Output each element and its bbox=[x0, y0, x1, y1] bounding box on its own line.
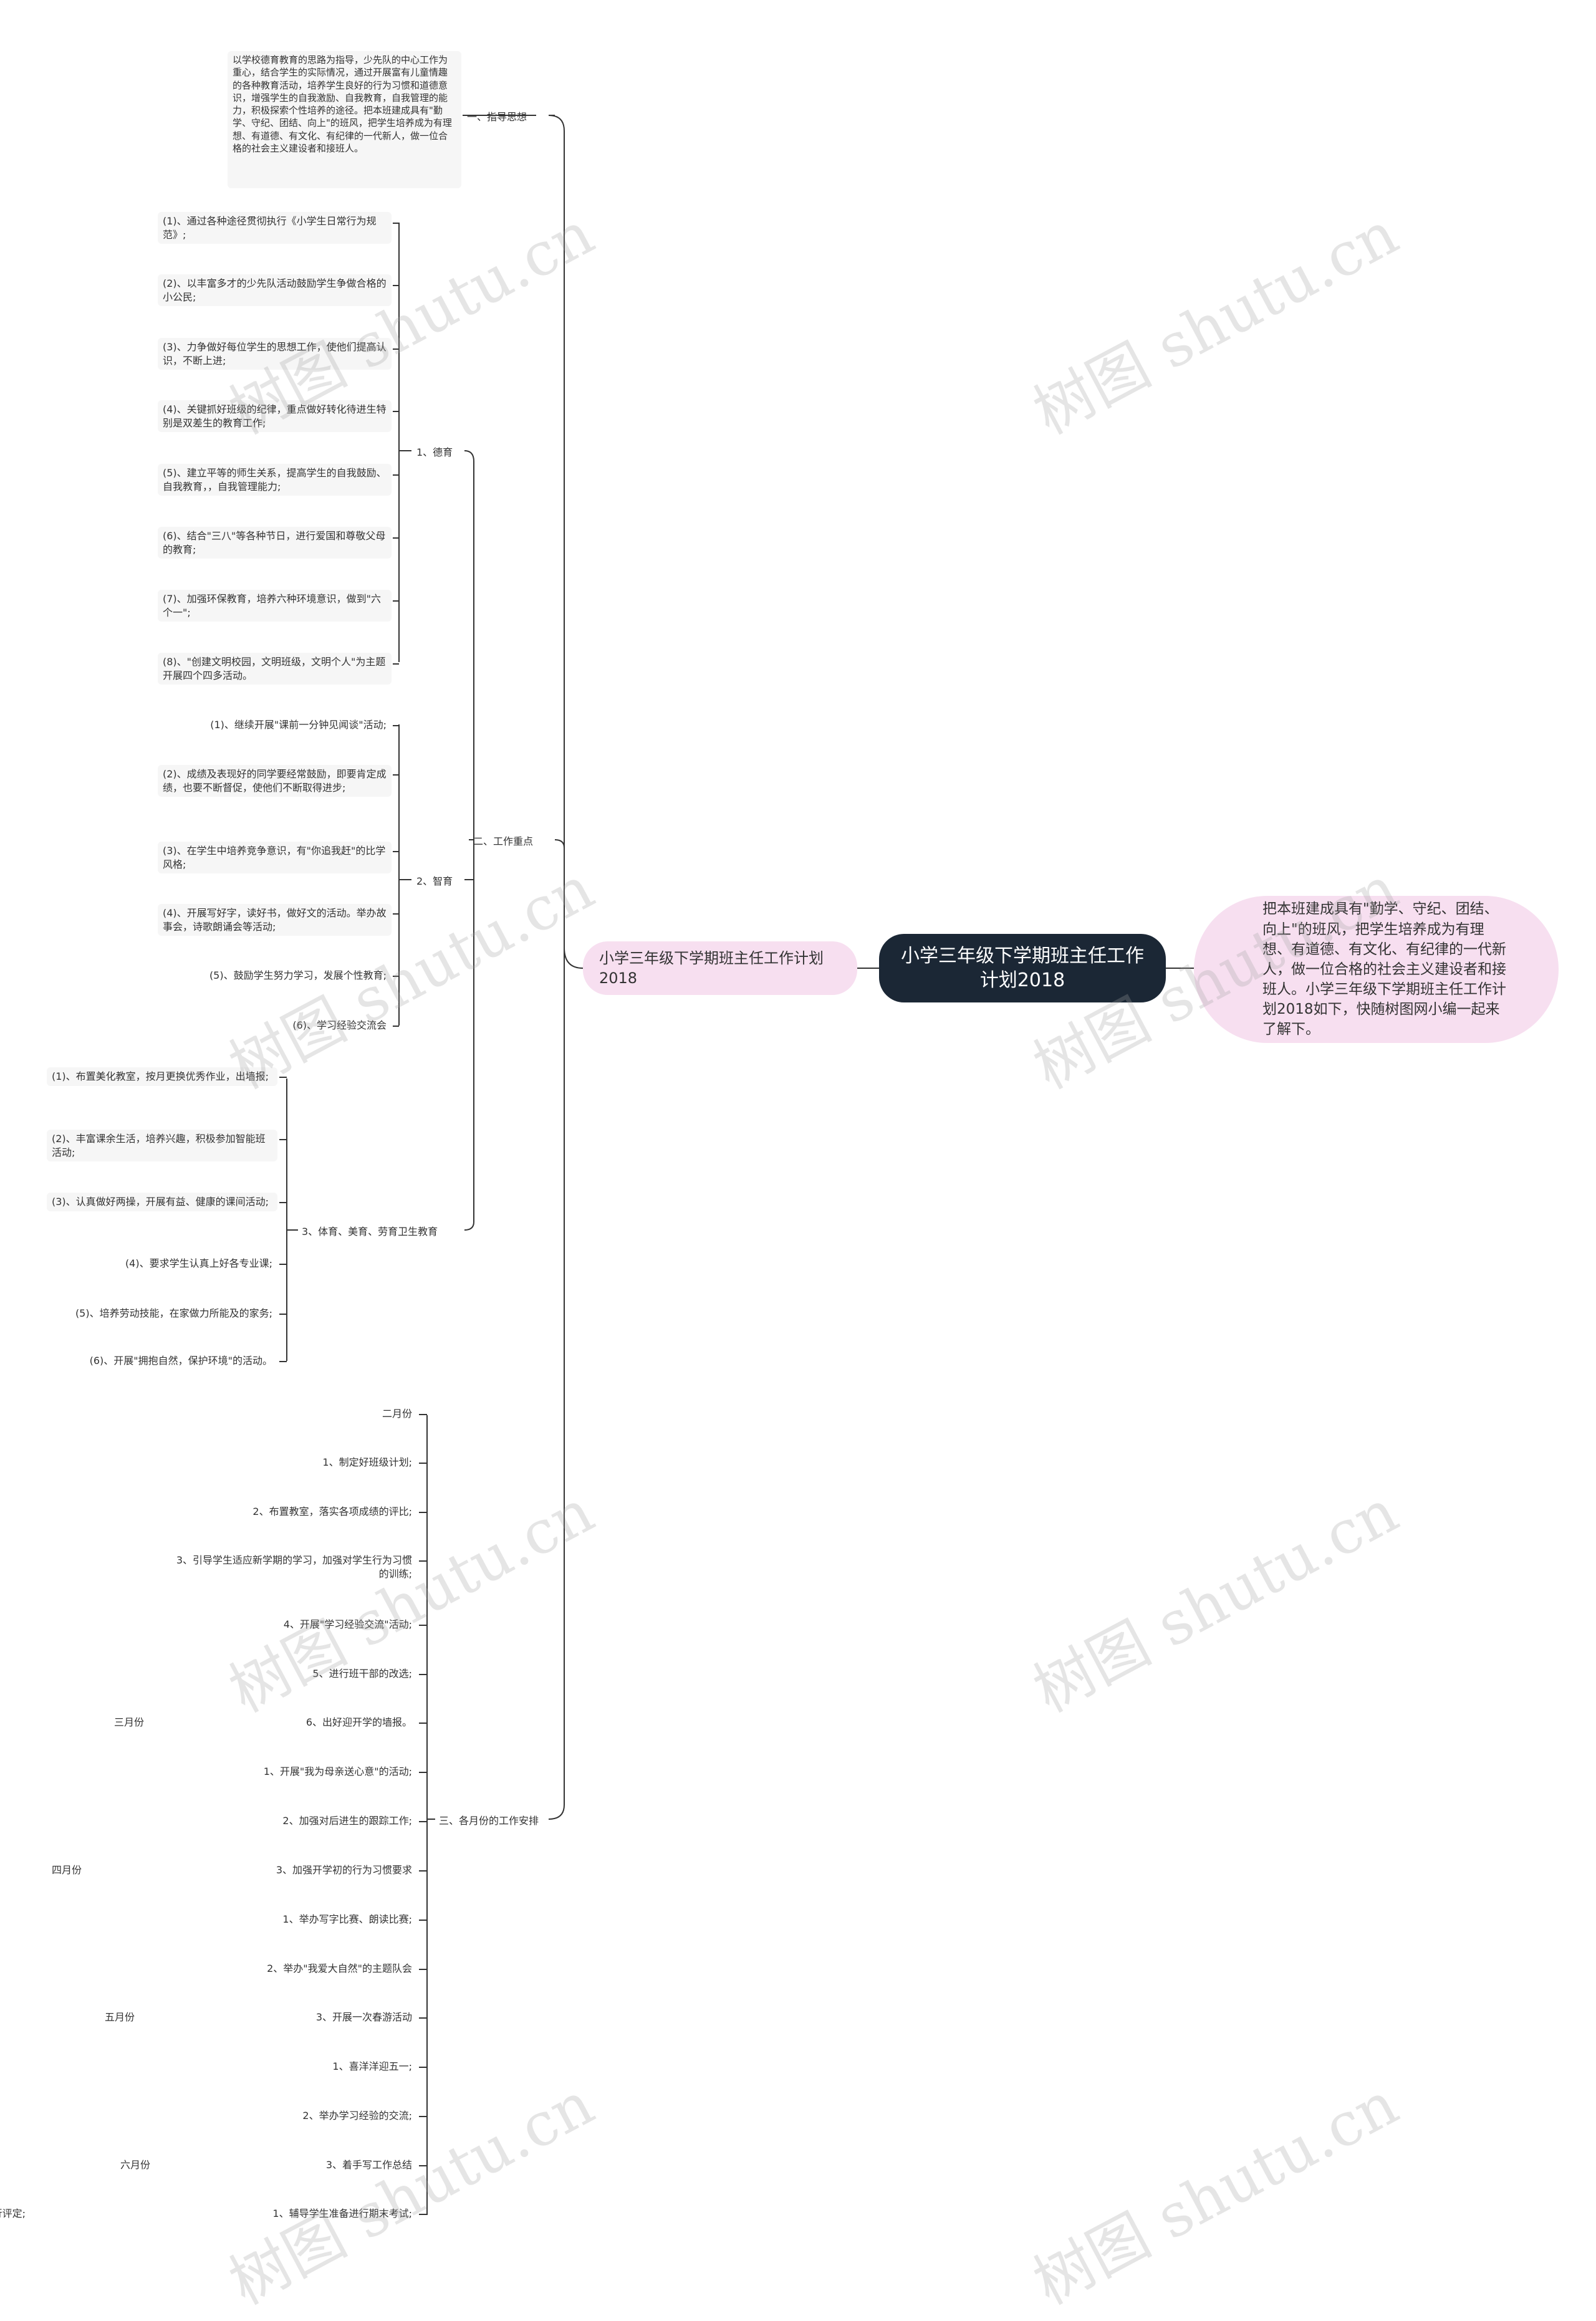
intellect-label[interactable]: 2、智育 bbox=[416, 875, 453, 887]
monthly-item: 3、着手写工作总结 bbox=[325, 2159, 412, 2171]
sports-label[interactable]: 3、体育、美育、劳育卫生教育 bbox=[302, 1226, 438, 1237]
monthly-item: 1、喜洋洋迎五一; bbox=[332, 2060, 412, 2072]
month-label: 六月份 bbox=[120, 2159, 150, 2171]
monthly-item: 1、开展"我为母亲送心意"的活动; bbox=[263, 1766, 412, 1777]
sports-item: (6)、开展"拥抱自然，保护环境"的活动。 bbox=[89, 1355, 272, 1367]
moral-item: (1)、通过各种途径贯彻执行《小学生日常行为规范》; bbox=[158, 212, 392, 244]
moral-item: (2)、以丰富多才的少先队活动鼓励学生争做合格的小公民; bbox=[158, 274, 392, 307]
intellect-item: (1)、继续开展"课前一分钟见闻谈"活动; bbox=[210, 719, 387, 731]
sports-item: (3)、认真做好两操，开展有益、健康的课间活动; bbox=[47, 1193, 277, 1211]
connector-lines bbox=[279, 115, 1194, 2215]
monthly-item: 4、开展"学习经验交流"活动; bbox=[283, 1618, 412, 1630]
sports-item: (1)、布置美化教室，按月更换优秀作业，出墙报; bbox=[47, 1067, 277, 1086]
monthly-item: 二月份 bbox=[382, 1408, 412, 1420]
summary-node[interactable]: 把本班建成具有"勤学、守纪、团结、向上"的班风，把学生培养成为有理想、有道德、有… bbox=[1194, 896, 1559, 1043]
monthly-label[interactable]: 三、各月份的工作安排 bbox=[439, 1815, 539, 1827]
guiding-label[interactable]: 一、指导思想 bbox=[467, 111, 527, 123]
sports-item: (4)、要求学生认真上好各专业课; bbox=[125, 1257, 272, 1269]
monthly-item: 1、辅导学生准备进行期末考试; bbox=[272, 2208, 412, 2219]
moral-item: (6)、结合"三八"等各种节日，进行爱国和尊敬父母的教育; bbox=[158, 527, 392, 559]
month-label: 五月份 bbox=[104, 2011, 135, 2023]
monthly-item: 3、加强开学初的行为习惯要求 bbox=[276, 1864, 412, 1876]
branch-node[interactable]: 小学三年级下学期班主任工作计划2018 bbox=[583, 941, 857, 995]
monthly-item: 2、举办"我爱大自然"的主题队会 bbox=[267, 1963, 412, 1974]
month-label: 四月份 bbox=[51, 1864, 82, 1876]
guiding-text: 以学校德育教育的思路为指导，少先队的中心工作为重心，结合学生的实际情况，通过开展… bbox=[228, 51, 461, 188]
monthly-item: 1、制定好班级计划; bbox=[322, 1456, 412, 1468]
monthly-item: 2、加强对后进生的跟踪工作; bbox=[282, 1815, 412, 1827]
intellect-item: (5)、鼓励学生努力学习，发展个性教育; bbox=[209, 969, 387, 981]
moral-item: (3)、力争做好每位学生的思想工作，使他们提高认识，不断上进; bbox=[158, 338, 392, 370]
root-node[interactable]: 小学三年级下学期班主任工作计划2018 bbox=[879, 934, 1166, 1002]
sports-item: (5)、培养劳动技能，在家做力所能及的家务; bbox=[75, 1307, 272, 1319]
moral-item: (4)、关键抓好班级的纪律，重点做好转化待进生特别是双差生的教育工作; bbox=[158, 400, 392, 433]
moral-item: (7)、加强环保教育，培养六种环境意识，做到"六个一"; bbox=[158, 590, 392, 622]
monthly-item: 1、举办写字比赛、朗读比赛; bbox=[282, 1913, 412, 1925]
focus-label[interactable]: 二、工作重点 bbox=[473, 835, 534, 847]
moral-label[interactable]: 1、德育 bbox=[416, 446, 453, 458]
moral-item: (5)、建立平等的师生关系，提高学生的自我鼓励、自我教育，，自我管理能力; bbox=[158, 464, 392, 496]
monthly-item: 2、举办学习经验的交流; bbox=[302, 2110, 412, 2122]
monthly-item: 3、引导学生适应新学期的学习，加强对学生行为习惯的训练; bbox=[176, 1554, 412, 1580]
month-label: 班主任写学生操行评定; bbox=[0, 2208, 26, 2219]
monthly-item: 3、开展一次春游活动 bbox=[315, 2011, 412, 2023]
sports-item: (2)、丰富课余生活，培养兴趣，积极参加智能班活动; bbox=[47, 1130, 277, 1162]
monthly-item: 5、进行班干部的改选; bbox=[312, 1668, 412, 1679]
month-label: 三月份 bbox=[113, 1716, 144, 1728]
mindmap-canvas: 小学三年级下学期班主任工作计划2018 把本班建成具有"勤学、守纪、团结、向上"… bbox=[0, 51, 1559, 2219]
intellect-item: (6)、学习经验交流会 bbox=[292, 1019, 387, 1031]
monthly-item: 6、出好迎开学的墙报。 bbox=[305, 1716, 412, 1728]
moral-item: (8)、"创建文明校园，文明班级，文明个人"为主题开展四个四多活动。 bbox=[158, 653, 392, 685]
monthly-item: 2、布置教室，落实各项成绩的评比; bbox=[252, 1506, 412, 1517]
intellect-item: (4)、开展写好字，读好书，做好文的活动。举办故事会，诗歌朗诵会等活动; bbox=[158, 904, 392, 936]
intellect-item: (2)、成绩及表现好的同学要经常鼓励，即要肯定成绩，也要不断督促，使他们不断取得… bbox=[158, 765, 392, 797]
intellect-item: (3)、在学生中培养竞争意识，有"你追我赶"的比学风格; bbox=[158, 842, 392, 874]
